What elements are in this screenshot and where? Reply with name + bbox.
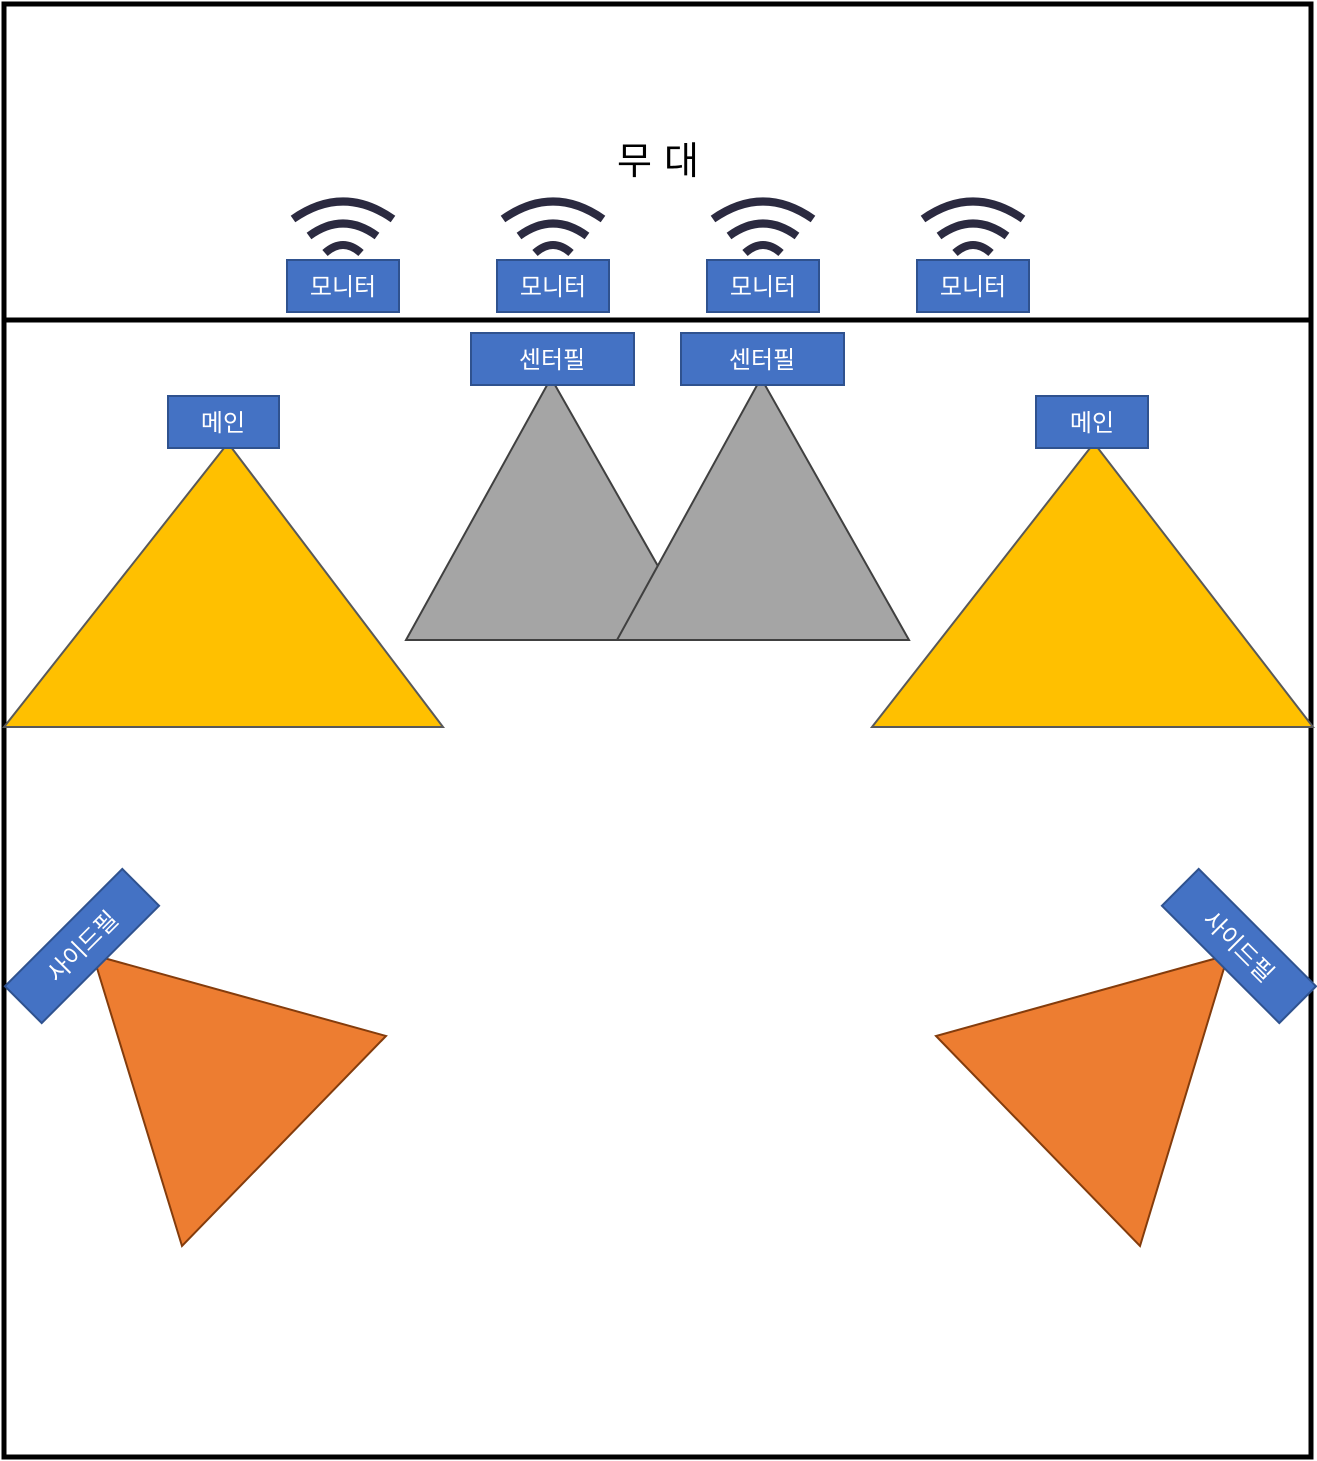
monitor-3: 모니터 — [706, 197, 820, 313]
center-fill-label: 센터필 — [519, 346, 585, 374]
main-label: 메인 — [1070, 409, 1114, 437]
stage-title: 무 대 — [617, 139, 699, 183]
monitor-4: 모니터 — [916, 197, 1030, 313]
main-label-box — [1035, 395, 1149, 449]
side-fill-coverage-right — [934, 953, 1230, 1248]
side-fill-label-box — [3, 867, 161, 1025]
main-left: 메인 — [167, 395, 280, 449]
monitor-label: 모니터 — [520, 273, 586, 301]
monitor-label-box — [706, 259, 820, 313]
monitor-label-box — [286, 259, 400, 313]
center-fill-1: 센터필 — [470, 332, 635, 386]
main-coverage-left — [1, 441, 446, 728]
center-fill-label: 센터필 — [729, 346, 795, 374]
center-fill-2: 센터필 — [680, 332, 845, 386]
monitor-label-box — [916, 259, 1030, 313]
center-fill-coverage-1 — [404, 375, 702, 641]
center-fill-label-box — [470, 332, 635, 386]
main-label: 메인 — [201, 409, 245, 437]
wifi-signal-icon — [290, 197, 396, 257]
main-coverage-right — [869, 441, 1316, 728]
monitor-1: 모니터 — [286, 197, 400, 313]
main-label-box — [167, 395, 280, 449]
side-fill-label-box — [1160, 867, 1317, 1025]
center-fill-label-box — [680, 332, 845, 386]
side-fill-coverage-left — [91, 953, 388, 1248]
monitor-label: 모니터 — [940, 273, 1006, 301]
center-fill-coverage-2 — [615, 375, 911, 641]
wifi-signal-icon — [710, 197, 816, 257]
main-right: 메인 — [1035, 395, 1149, 449]
monitor-label: 모니터 — [730, 273, 796, 301]
monitor-label-box — [496, 259, 610, 313]
monitor-label: 모니터 — [310, 273, 376, 301]
wifi-signal-icon — [500, 197, 606, 257]
wifi-signal-icon — [920, 197, 1026, 257]
monitor-2: 모니터 — [496, 197, 610, 313]
